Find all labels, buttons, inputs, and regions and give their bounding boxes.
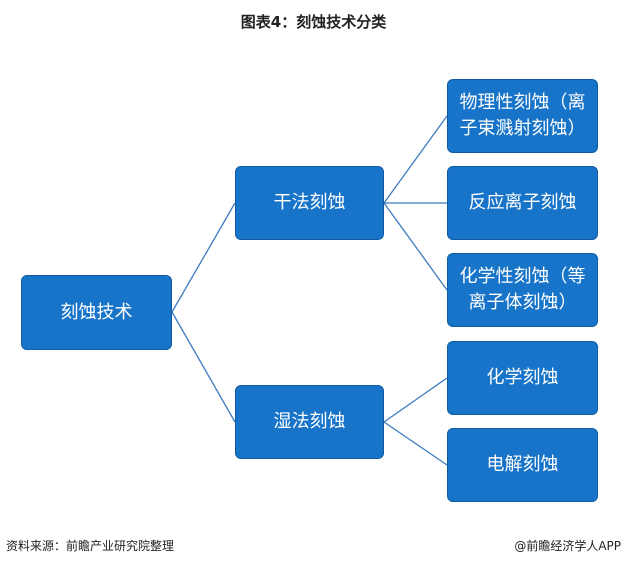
node-dry-etching-label: 干法刻蚀 (273, 192, 346, 213)
connector-root-wet (171, 311, 236, 423)
connector-dry-physical (383, 115, 448, 204)
node-dry-etching: 干法刻蚀 (235, 166, 384, 240)
node-physical-etching-line1: 物理性刻蚀（离 (459, 92, 586, 113)
node-etching-technology: 刻蚀技术 (21, 275, 172, 350)
node-physical-etching-line2: 子束溅射刻蚀） (459, 118, 586, 139)
node-physical-etching: 物理性刻蚀（离 子束溅射刻蚀） (447, 79, 598, 153)
connector-wet-electrolytic (383, 421, 448, 466)
node-wet-etching: 湿法刻蚀 (235, 385, 384, 459)
node-chemical-etching-label: 化学刻蚀 (486, 367, 559, 388)
connector-dry-chemical (383, 202, 448, 291)
node-electrolytic-etching: 电解刻蚀 (447, 428, 598, 502)
node-reactive-ion-etching: 反应离子刻蚀 (447, 166, 598, 240)
brand-credit: @前瞻经济学人APP (514, 539, 621, 553)
connector-wet-chemical (383, 377, 448, 423)
node-chemical-etching: 化学刻蚀 (447, 341, 598, 415)
source-note: 资料来源：前瞻产业研究院整理 (6, 539, 175, 553)
node-etching-technology-label: 刻蚀技术 (60, 301, 133, 323)
chart-title: 图表4：刻蚀技术分类 (240, 13, 387, 31)
node-reactive-ion-etching-label: 反应离子刻蚀 (468, 192, 577, 213)
node-chemical-etching-plasma: 化学性刻蚀（等 离子体刻蚀） (447, 253, 598, 327)
node-electrolytic-etching-label: 电解刻蚀 (486, 454, 559, 475)
connector-root-dry (171, 202, 236, 313)
node-wet-etching-label: 湿法刻蚀 (273, 411, 346, 432)
node-chemical-etching-plasma-line1: 化学性刻蚀（等 (459, 266, 586, 287)
node-chemical-etching-plasma-line2: 离子体刻蚀） (468, 292, 577, 313)
